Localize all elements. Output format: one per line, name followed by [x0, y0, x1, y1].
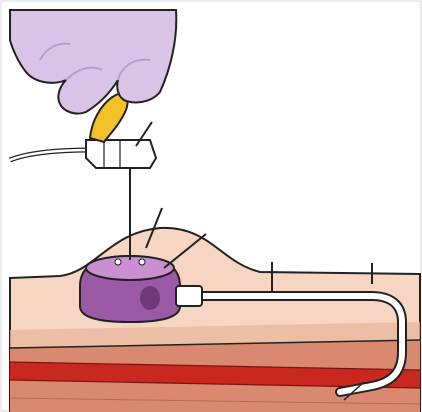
septum-bump [115, 259, 121, 265]
septum-bump [139, 259, 145, 265]
port-outlet [176, 286, 202, 306]
port-highlight [140, 286, 160, 310]
